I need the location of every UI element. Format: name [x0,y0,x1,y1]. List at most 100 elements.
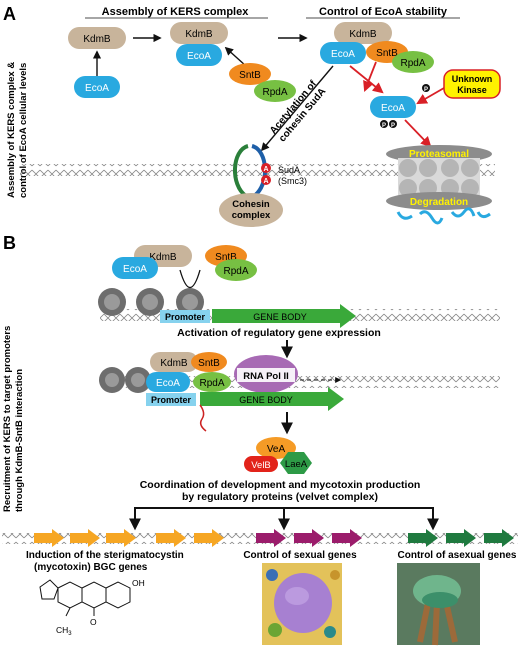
svg-text:SntB: SntB [239,70,261,81]
kdmb-protein-b2: KdmB [150,352,198,372]
gene-body-arrow-2: GENE BODY [200,387,344,411]
panel-b-side-label-line2: through KdmB-SntB interaction [14,369,25,512]
svg-text:EcoA: EcoA [331,49,355,60]
promoter-box-1: Promoter [160,310,210,323]
svg-text:Unknown: Unknown [452,74,493,84]
peptide-fragments [396,207,491,225]
svg-text:EcoA: EcoA [187,51,211,62]
svg-text:RNA Pol II: RNA Pol II [243,371,289,382]
asexual-micrograph [397,563,480,646]
svg-text:RpdA: RpdA [199,378,224,389]
cohesin-complex: Cohesin complex [219,193,283,227]
ecoa-protein-b2: EcoA [146,372,190,392]
laea-protein: LaeA [280,452,312,474]
svg-text:LaeA: LaeA [285,459,308,470]
red-arrow-to-proteasome [404,119,432,148]
svg-text:complex: complex [232,210,271,221]
recruitment-arrow [179,269,201,289]
suda-label-line1: SudA [278,165,300,175]
svg-text:Promoter: Promoter [165,312,206,322]
svg-text:SntB: SntB [215,252,237,263]
panel-b-letter: B [3,233,16,253]
unknown-kinase-box: Unknown Kinase [443,69,501,99]
svg-text:SntB: SntB [198,358,220,369]
red-arrow-from-sntb [363,61,377,93]
svg-text:GENE BODY: GENE BODY [239,395,293,405]
svg-text:P: P [391,123,395,129]
header-stability: Control of EcoA stability [319,6,448,18]
svg-text:P: P [382,123,386,129]
nucleosomes-row2 [99,367,151,393]
induction-label-line1: Induction of the sterigmatocystin [26,550,184,561]
structure-oh: OH [132,578,145,588]
rpda-protein-b2: RpdA [193,372,231,392]
red-arrow-kinase [416,87,445,105]
suda-label-line2: (Smc3) [278,176,307,186]
svg-text:KdmB: KdmB [83,34,111,45]
coordination-label-line1: Coordination of development and mycotoxi… [140,479,421,491]
rna-pol-ii: RNA Pol II [234,355,298,393]
arrow-acetylation [260,65,334,152]
green-gene-cluster [408,529,514,547]
svg-text:KdmB: KdmB [349,29,377,40]
gene-body-arrow-1: GENE BODY [212,304,356,328]
svg-text:Cohesin: Cohesin [232,199,270,210]
svg-text:RpdA: RpdA [223,266,248,277]
coordination-label-line2: by regulatory proteins (velvet complex) [182,491,378,503]
kdmb-protein-a2: KdmB [170,22,228,44]
sntb-protein-b2: SntB [191,352,227,372]
panel-b-side-label-line1: Recruitment of KERS to target promoters [2,326,13,512]
phospho-mark-kinase: P [422,84,430,93]
svg-text:P: P [424,87,428,93]
sterigmatocystin-structure [39,579,131,617]
svg-text:GENE BODY: GENE BODY [253,312,307,322]
kdmb-protein-a1: KdmB [68,27,126,49]
rpda-protein-a2: RpdA [392,51,434,73]
nucleosomes-row1 [98,288,204,316]
vea-protein: VeA [256,437,296,459]
asexual-label: Control of asexual genes [398,550,517,561]
svg-text:A: A [263,166,268,173]
header-assembly: Assembly of KERS complex [102,6,250,18]
svg-text:RpdA: RpdA [400,58,425,69]
panel-a-letter: A [3,4,16,24]
acetyl-marks: A A [261,163,271,185]
mrna-strand [199,404,207,432]
svg-text:VelB: VelB [251,460,271,471]
rpda-protein-a1: RpdA [254,80,296,102]
orange-gene-cluster [34,529,224,547]
kdmb-protein-a3: KdmB [334,22,392,44]
panel-b-side-label: Recruitment of KERS to target promoters … [2,326,25,512]
ecoa-protein-a1: EcoA [74,76,120,98]
svg-text:KdmB: KdmB [185,29,213,40]
structure-oxygen: O [90,617,97,627]
ecoa-protein-a2: EcoA [176,44,222,66]
ecoa-protein-a3: EcoA [320,42,366,64]
panel-a-side-label-line2: control of EcoA cellular levels [18,63,29,198]
svg-text:KdmB: KdmB [160,358,188,369]
svg-text:EcoA: EcoA [381,103,405,114]
svg-text:SntB: SntB [376,48,398,59]
arrow-sntb-to-complex [224,46,247,67]
degradation-label: Degradation [410,197,468,208]
red-arrow-from-kdmb [349,65,384,94]
svg-text:EcoA: EcoA [85,83,109,94]
induction-label-line2: (mycotoxin) BGC genes [34,562,148,573]
rpda-protein-b1: RpdA [215,259,257,281]
ecoa-protein-b1: EcoA [112,257,158,279]
velb-protein: VelB [244,456,278,472]
phospho-marks-ecoa: P P [380,120,397,129]
svg-text:EcoA: EcoA [123,264,147,275]
purple-gene-cluster [256,529,362,547]
promoter-box-2: Promoter [146,393,196,406]
sntb-protein-a1: SntB [229,63,271,85]
svg-text:EcoA: EcoA [156,378,180,389]
svg-text:RpdA: RpdA [262,87,287,98]
sexual-label: Control of sexual genes [243,550,357,561]
proteasomal-label: Proteasomal [409,149,469,160]
panel-a-side-label: Assembly of KERS complex & control of Ec… [6,62,29,198]
activation-label: Activation of regulatory gene expression [177,327,381,339]
sexual-micrograph [262,563,342,645]
svg-text:Promoter: Promoter [151,395,192,405]
